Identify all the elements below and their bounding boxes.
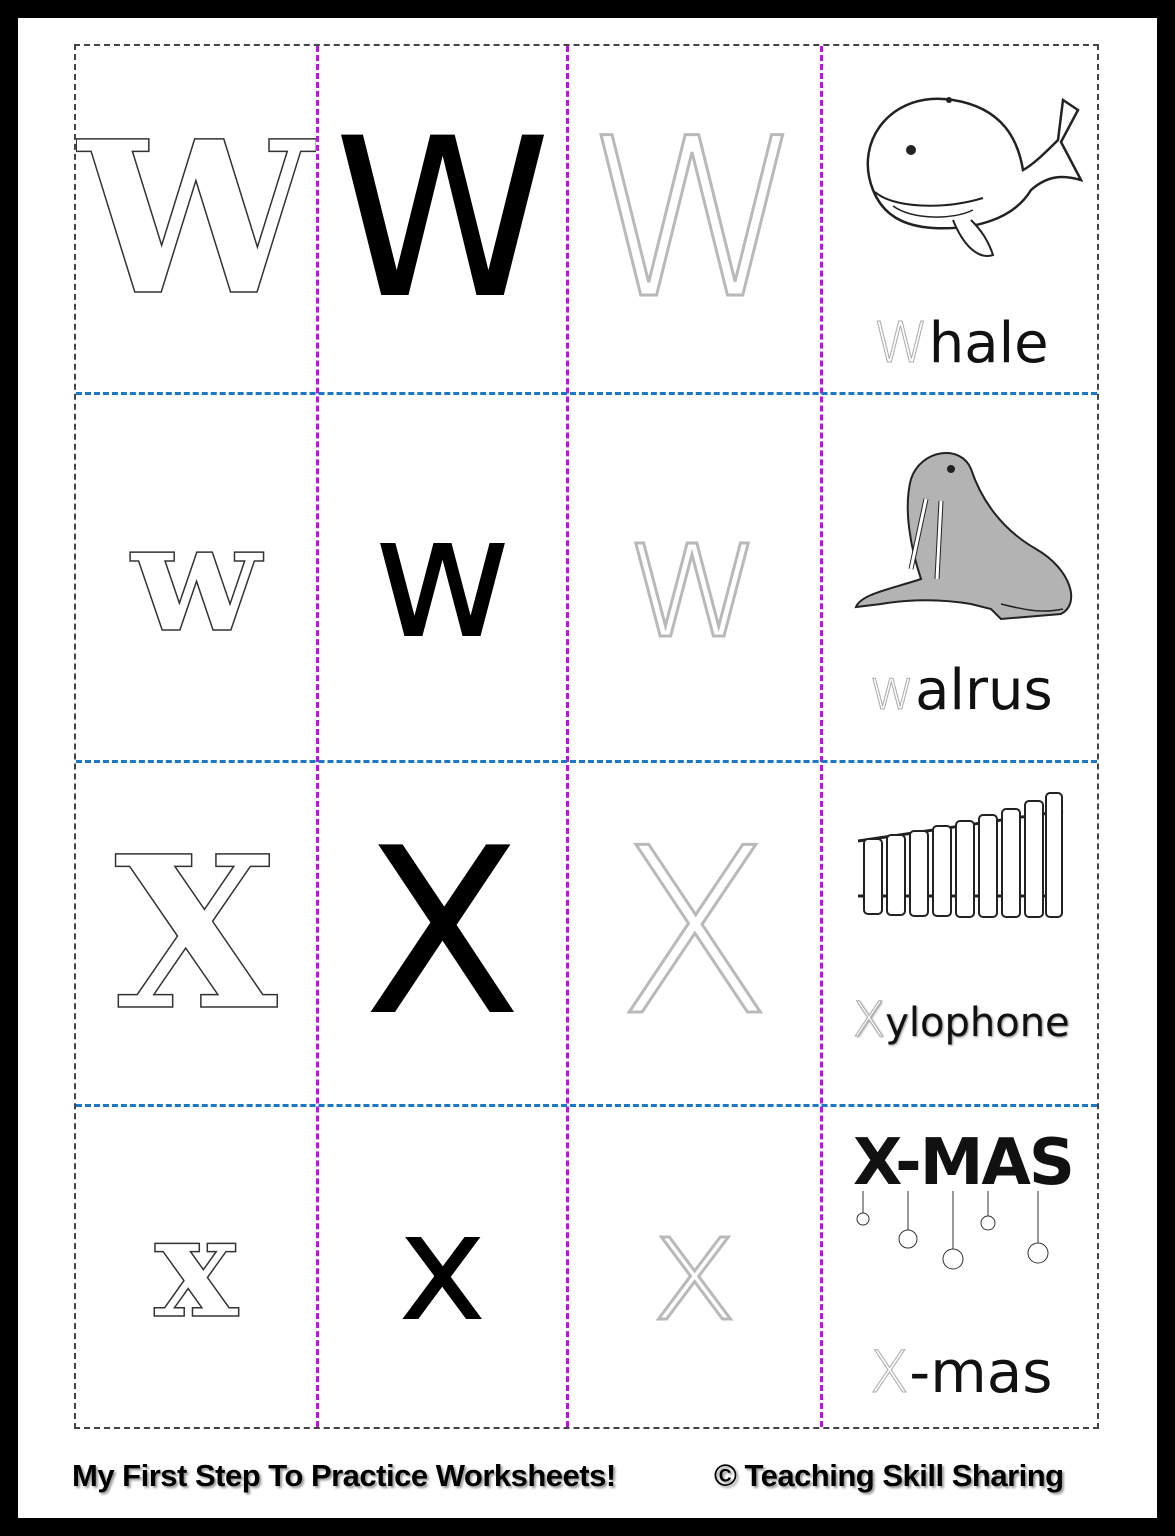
- word-rest: -mas: [909, 1338, 1053, 1406]
- walrus-icon: [854, 452, 1073, 621]
- word-rest: alrus: [915, 658, 1053, 723]
- trace-letter-cell[interactable]: W: [569, 46, 820, 392]
- picture-cell: walrus: [823, 395, 1099, 760]
- picture-cell: Whale: [823, 46, 1099, 392]
- outline-letter-cell: w: [76, 395, 316, 760]
- xmas-banner-text: X-MAS: [853, 1126, 1075, 1200]
- solid-letter: X: [363, 799, 522, 1067]
- word-rest: hale: [928, 311, 1049, 376]
- solid-letter: W: [333, 91, 552, 347]
- outline-letter: W: [77, 95, 314, 342]
- word-first-letter: w: [869, 658, 916, 723]
- solid-letter-cell: X: [319, 763, 566, 1104]
- column-divider: [566, 46, 569, 1427]
- trace-letter: X: [614, 799, 775, 1067]
- solid-letter: x: [398, 1181, 487, 1355]
- whale-icon: [866, 97, 1083, 257]
- trace-letter: w: [623, 478, 765, 677]
- trace-letter: x: [649, 1181, 741, 1355]
- picture-cell: X-MAS X-mas: [823, 1107, 1099, 1429]
- picture-word: X-mas: [823, 1343, 1099, 1402]
- trace-letter-cell[interactable]: X: [569, 763, 820, 1104]
- xmas-ornaments-icon: X-MAS: [853, 1126, 1075, 1281]
- footer-worksheet-title: My First Step To Practice Worksheets!: [72, 1458, 616, 1493]
- word-rest: ylophone: [885, 1000, 1070, 1046]
- outline-letter: X: [114, 809, 278, 1057]
- solid-letter-cell: w: [319, 395, 566, 760]
- xylophone-icon: [858, 792, 1064, 918]
- solid-letter: w: [372, 478, 513, 677]
- picture-word: Xylophone: [823, 996, 1099, 1046]
- solid-letter-cell: x: [319, 1107, 566, 1429]
- footer-copyright: © Teaching Skill Sharing: [714, 1458, 1064, 1493]
- picture-word: Whale: [823, 315, 1099, 372]
- trace-letter-cell[interactable]: w: [569, 395, 820, 760]
- word-first-letter: X: [852, 992, 886, 1048]
- row-divider: [76, 392, 1097, 395]
- outline-letter-cell: W: [76, 46, 316, 392]
- row-divider: [76, 760, 1097, 763]
- outline-letter-cell: x: [76, 1107, 316, 1429]
- picture-word: walrus: [823, 662, 1099, 719]
- word-first-letter: W: [873, 311, 929, 376]
- picture-cell: Xylophone: [823, 763, 1099, 1104]
- row-divider: [76, 1104, 1097, 1107]
- outline-letter: x: [154, 1186, 239, 1350]
- trace-letter-cell[interactable]: x: [569, 1107, 820, 1429]
- worksheet-page: W W W Whale w w: [18, 18, 1157, 1518]
- column-divider: [820, 46, 823, 1427]
- letter-grid: W W W Whale w w: [74, 44, 1099, 1429]
- column-divider: [316, 46, 319, 1427]
- trace-letter: W: [584, 91, 805, 347]
- solid-letter-cell: W: [319, 46, 566, 392]
- outline-letter-cell: X: [76, 763, 316, 1104]
- word-first-letter: X: [869, 1338, 910, 1406]
- outline-letter: w: [131, 489, 262, 666]
